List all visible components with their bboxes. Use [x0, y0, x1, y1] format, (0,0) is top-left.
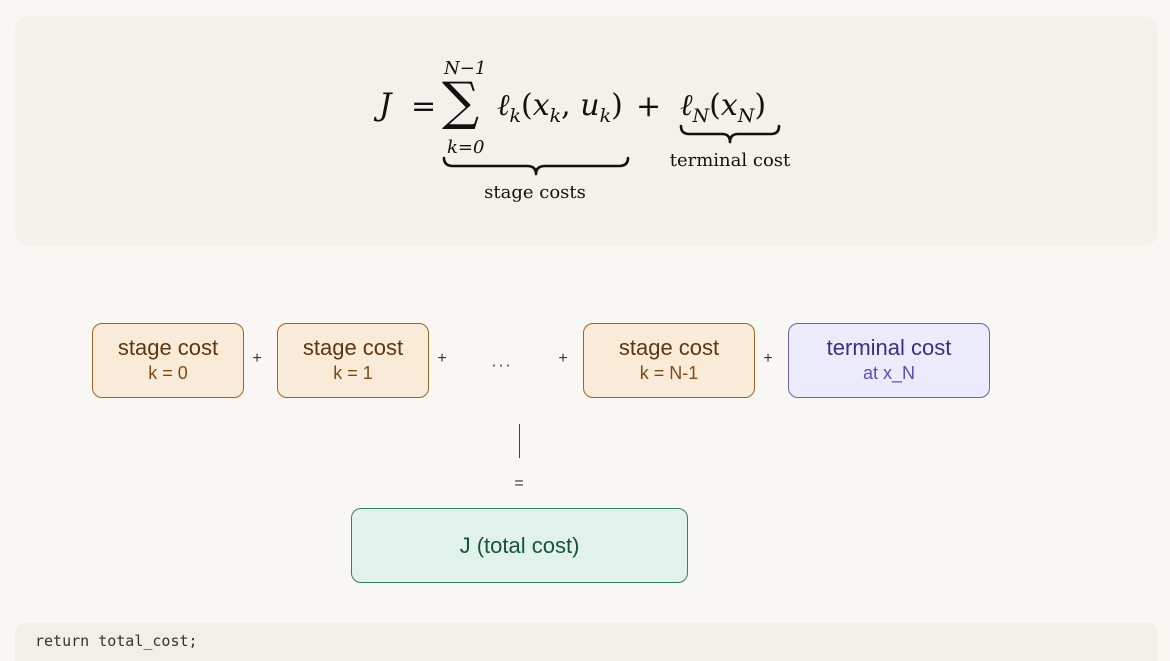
plus-operator: +: [558, 350, 568, 367]
stage-cost-index: k = 0: [148, 363, 188, 384]
equals-operator: =: [514, 475, 524, 492]
stage-cost-index: k = 1: [333, 363, 373, 384]
code-block: return total_cost;: [15, 623, 1158, 661]
summation-symbol: ∑: [442, 72, 480, 132]
summation-upper-limit: N−1: [444, 58, 487, 79]
stage-cost-title: stage cost: [117, 335, 219, 361]
ellipsis: ...: [491, 350, 513, 371]
code-line: return total_cost;: [35, 632, 198, 650]
stage-cost-title: stage cost: [618, 335, 720, 361]
plus-operator: +: [437, 350, 447, 367]
connector-line: [519, 424, 520, 458]
terminal-cost-term: ℓN(xN): [680, 88, 767, 127]
stage-costs-underbrace: [442, 156, 630, 176]
total-cost-box: J (total cost): [351, 508, 688, 583]
total-cost-title: J (total cost): [459, 532, 580, 558]
terminal-cost-title: terminal cost: [826, 335, 952, 361]
stage-costs-label: stage costs: [484, 182, 586, 203]
equation-panel: [15, 16, 1158, 246]
equation-equals: =: [411, 89, 437, 124]
terminal-cost-box: terminal cost at x_N: [788, 323, 990, 398]
equation-lhs: J: [379, 87, 392, 123]
plus-operator: +: [252, 350, 262, 367]
terminal-cost-subtitle: at x_N: [862, 363, 916, 384]
plus-operator: +: [763, 350, 773, 367]
equation-plus: +: [636, 89, 662, 124]
stage-cost-index: k = N-1: [639, 363, 699, 384]
stage-cost-box-1: stage cost k = 1: [277, 323, 429, 398]
stage-cost-box-n-1: stage cost k = N-1: [583, 323, 755, 398]
stage-cost-term: ℓk(xk, uk): [497, 88, 623, 127]
terminal-cost-label: terminal cost: [669, 150, 791, 171]
stage-cost-box-0: stage cost k = 0: [92, 323, 244, 398]
summation-lower-limit: k=0: [447, 137, 485, 158]
terminal-cost-underbrace: [679, 124, 781, 144]
stage-cost-title: stage cost: [302, 335, 404, 361]
